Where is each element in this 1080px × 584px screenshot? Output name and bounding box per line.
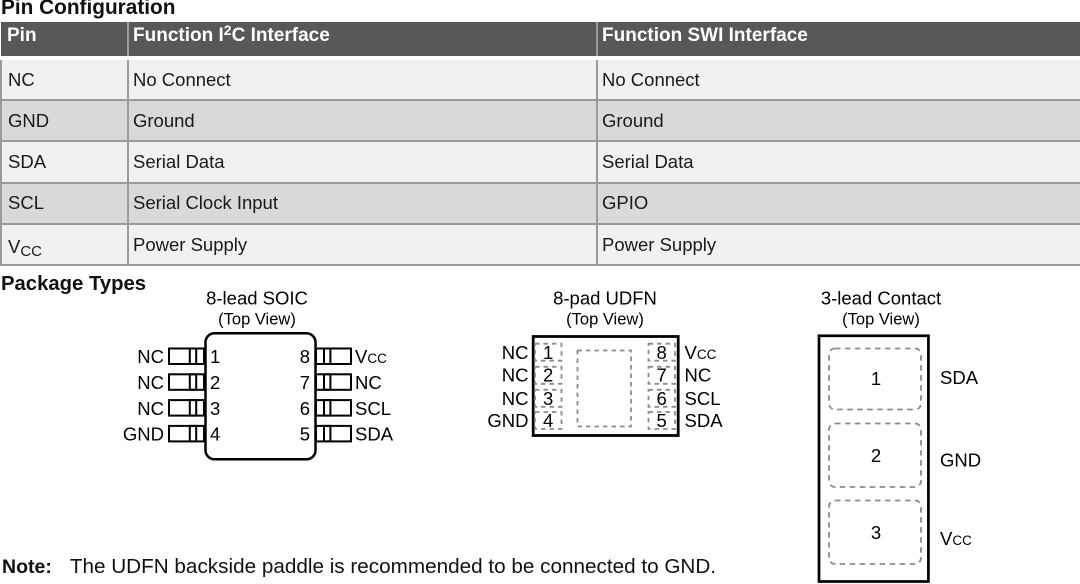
svg-text:VCC: VCC [685, 342, 717, 363]
svg-text:4: 4 [210, 424, 220, 445]
svg-text:5: 5 [300, 424, 310, 445]
svg-text:NC: NC [502, 342, 529, 363]
svg-text:2: 2 [543, 364, 553, 385]
svg-text:7: 7 [300, 372, 310, 393]
svg-text:SDA: SDA [355, 424, 394, 445]
svg-text:3: 3 [210, 398, 220, 419]
svg-text:6: 6 [657, 388, 667, 409]
svg-text:2: 2 [871, 445, 881, 466]
svg-text:NC: NC [502, 364, 529, 385]
svg-text:3: 3 [871, 522, 881, 543]
svg-text:4: 4 [543, 410, 553, 431]
svg-text:(Top View): (Top View) [842, 311, 920, 329]
svg-text:1: 1 [871, 368, 881, 389]
svg-text:1: 1 [543, 342, 553, 363]
svg-text:SCL: SCL [355, 398, 391, 419]
svg-text:NC: NC [137, 372, 164, 393]
svg-text:GND: GND [487, 410, 528, 431]
svg-text:(Top View): (Top View) [218, 311, 296, 329]
svg-text:SDA: SDA [685, 410, 724, 431]
svg-text:3-lead Contact: 3-lead Contact [821, 288, 941, 309]
svg-text:7: 7 [657, 364, 667, 385]
svg-text:5: 5 [657, 410, 667, 431]
svg-text:(Top View): (Top View) [566, 311, 644, 329]
svg-text:NC: NC [502, 388, 529, 409]
svg-text:SDA: SDA [940, 367, 979, 388]
svg-text:8: 8 [300, 346, 310, 367]
svg-text:6: 6 [300, 398, 310, 419]
svg-text:8-pad UDFN: 8-pad UDFN [553, 288, 657, 309]
svg-text:NC: NC [137, 346, 164, 367]
svg-text:1: 1 [210, 346, 220, 367]
svg-text:NC: NC [685, 364, 712, 385]
svg-text:VCC: VCC [940, 528, 972, 549]
svg-text:8: 8 [657, 342, 667, 363]
svg-text:3: 3 [543, 388, 553, 409]
svg-text:8-lead SOIC: 8-lead SOIC [206, 288, 308, 309]
svg-text:NC: NC [137, 398, 164, 419]
svg-text:VCC: VCC [355, 346, 387, 367]
svg-text:GND: GND [940, 450, 981, 471]
svg-text:SCL: SCL [685, 388, 721, 409]
svg-text:GND: GND [123, 424, 164, 445]
svg-text:NC: NC [355, 372, 382, 393]
svg-text:2: 2 [210, 372, 220, 393]
